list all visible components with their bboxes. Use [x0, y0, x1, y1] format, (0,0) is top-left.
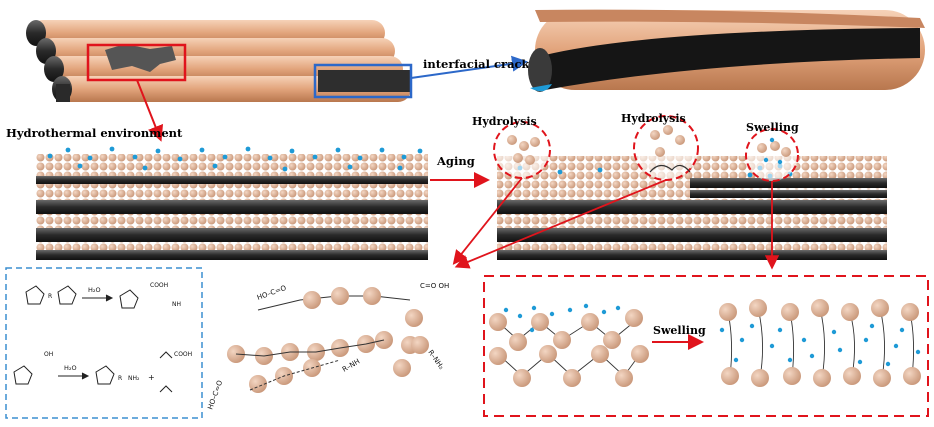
reaction-1-cooh: COOH — [150, 282, 168, 289]
chain-hooc-left: HO–C=O — [256, 284, 288, 302]
crack-arrow — [410, 55, 528, 79]
pointer-arrow — [452, 177, 523, 265]
damage-patch — [105, 44, 176, 72]
crack-illustration — [528, 9, 925, 92]
chain-rnh-1: R–NH — [341, 357, 361, 373]
swelling-circle — [745, 128, 799, 182]
reaction-2-cooh: COOH — [174, 351, 192, 358]
water-molecules — [47, 146, 423, 172]
swelling-label-bottom: Swelling — [653, 324, 706, 337]
swelling-label-top: Swelling — [746, 121, 799, 134]
reaction-2-oh: OH — [44, 351, 53, 358]
interfacial-crack-label: interfacial crack — [423, 57, 531, 71]
hydrolysis-label-1: Hydrolysis — [472, 115, 537, 128]
composite-block-right — [497, 156, 887, 260]
polymer-chains — [227, 287, 429, 393]
aging-label: Aging — [436, 154, 475, 168]
reaction-2-r: R — [118, 375, 122, 382]
reaction-2-plus: + — [148, 373, 155, 382]
reaction-1 — [25, 285, 139, 309]
exposed-fiber-core — [318, 70, 410, 92]
hydrothermal-arrow — [136, 79, 164, 142]
hydrolysis-circle-2 — [633, 115, 699, 181]
reaction-1-water: H₂O — [88, 286, 101, 294]
reaction-1-r: R — [48, 293, 52, 300]
reaction-scheme-box — [5, 267, 203, 419]
reaction-2-nh2: NH₂ — [128, 375, 140, 382]
red-highlight-box — [86, 43, 187, 82]
blue-highlight-box — [313, 63, 413, 99]
reaction-2 — [13, 351, 173, 393]
composite-block-left — [36, 146, 428, 260]
network-after — [719, 299, 921, 387]
swelling-panel — [483, 275, 929, 417]
reaction-2-water: H₂O — [64, 364, 77, 372]
fiber-bundle — [26, 20, 411, 102]
pointer-arrow — [454, 179, 667, 269]
chain-hooc-bottom: HO–C=O — [206, 379, 224, 411]
chain-cooh-top: C=O OH — [420, 282, 449, 290]
network-before — [489, 303, 649, 387]
reaction-1-nh: NH — [172, 301, 181, 308]
hydrolysis-circle-1 — [493, 121, 551, 179]
hydrothermal-label: Hydrothermal environment — [6, 126, 183, 140]
chain-rnh-2: R–NH₂ — [426, 349, 445, 371]
hydrolysis-label-2: Hydrolysis — [621, 112, 686, 125]
